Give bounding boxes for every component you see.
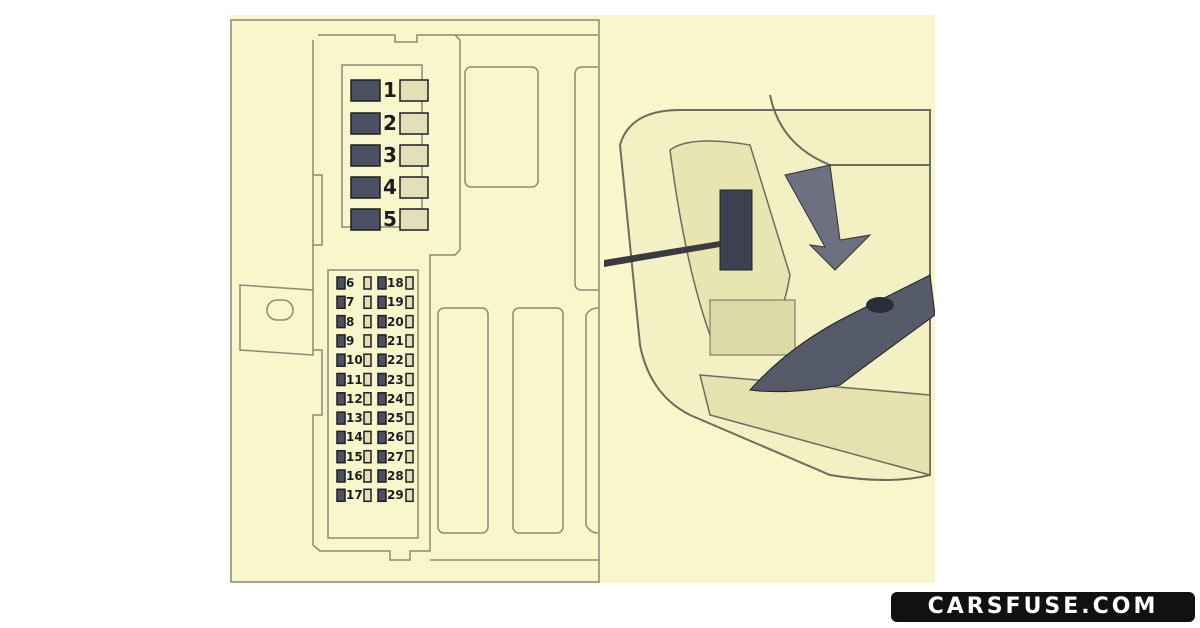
small-fuse-20-slot [405,314,414,329]
small-fuse-11-slot [363,372,372,387]
small-fuse-20 [377,314,387,329]
fuse-number: 9 [346,333,355,348]
fuse-number: 7 [346,295,355,310]
fuse-number: 8 [346,314,355,329]
large-fuse-2 [350,112,381,135]
small-fuse-21-slot [405,334,414,348]
small-fuse-11 [336,372,346,387]
fuse-number: 2 [383,111,397,135]
fuse-number: 12 [346,391,363,406]
small-fuse-12 [336,392,346,406]
small-fuse-19-slot [405,295,414,310]
large-fuse-5-slot [399,208,429,231]
small-fuse-29-slot [405,488,414,503]
fuse-number: 25 [387,411,404,426]
trunk-illustration [604,94,935,481]
small-fuse-25 [377,411,387,425]
small-fuse-28 [377,469,387,483]
fuse-number: 5 [383,207,397,231]
small-fuse-14 [336,430,346,445]
fuse-number: 6 [346,276,355,290]
small-fuse-16 [336,469,346,483]
small-fuse-19 [377,295,387,310]
small-fuse-23-slot [405,372,414,387]
fuse-number: 14 [346,430,363,445]
small-fuse-6 [336,276,346,290]
small-fuse-8 [336,314,346,329]
small-fuse-24-slot [405,392,414,406]
arrow-icon [784,164,872,271]
fuse-box-icon [719,189,753,271]
large-fuse-2-slot [399,112,429,135]
small-fuse-17 [336,488,346,503]
small-fuse-12-slot [363,392,372,406]
small-fuse-13 [336,411,346,425]
small-fuse-6-slot [363,276,372,290]
fuse-number: 26 [387,430,404,445]
fuse-number: 27 [387,449,404,464]
small-fuse-22 [377,353,387,367]
fuse-number: 16 [346,469,363,483]
fuse-number: 24 [387,391,404,406]
fuse-number: 13 [346,411,363,426]
fuse-number: 19 [387,295,404,310]
small-fuse-29 [377,488,387,503]
small-fuse-25-slot [405,411,414,425]
fuse-number: 23 [387,372,404,387]
small-fuse-17-slot [363,488,372,503]
small-fuse-16-slot [363,469,372,483]
small-fuse-18 [377,276,387,290]
fuse-number: 18 [387,276,404,290]
small-fuse-23 [377,372,387,387]
fuse-number: 29 [387,488,404,503]
small-fuse-22-slot [405,353,414,367]
small-fuse-26-slot [405,430,414,445]
small-fuse-21 [377,334,387,348]
fuse-number: 22 [387,353,404,368]
fuse-number: 20 [387,314,404,329]
large-fuse-3-slot [399,144,429,167]
fuse-number: 28 [387,469,404,483]
fuse-number: 10 [346,353,363,368]
small-fuse-10 [336,353,346,367]
fuse-number: 15 [346,449,363,464]
small-fuse-7-slot [363,295,372,310]
small-fuse-7 [336,295,346,310]
fuse-number: 21 [387,333,404,348]
large-fuse-5 [350,208,381,231]
large-fuse-4 [350,176,381,199]
small-fuse-27-slot [405,449,414,464]
small-fuse-13-slot [363,411,372,425]
small-fuse-9-slot [363,334,372,348]
small-fuse-28-slot [405,469,414,483]
pointer-line [604,241,720,267]
fuse-panel-outline [230,19,935,583]
large-fuse-1-slot [399,79,429,102]
large-fuse-3 [350,144,381,167]
small-fuse-14-slot [363,430,372,445]
fuse-number: 11 [346,372,363,387]
small-fuse-10-slot [363,353,372,367]
small-fuse-24 [377,392,387,406]
small-fuse-27 [377,449,387,464]
fuse-number: 3 [383,143,397,167]
small-fuse-8-slot [363,314,372,329]
small-fuse-15 [336,449,346,464]
carsfuse-logo: CARSFUSE.COM [891,592,1195,622]
small-fuse-26 [377,430,387,445]
small-fuse-18-slot [405,276,414,290]
small-fuse-15-slot [363,449,372,464]
small-fuse-9 [336,334,346,348]
fuse-number: 17 [346,488,363,503]
fuse-number: 4 [383,175,397,199]
large-fuse-4-slot [399,176,429,199]
fuse-number: 1 [383,78,397,102]
large-fuse-1 [350,79,381,102]
